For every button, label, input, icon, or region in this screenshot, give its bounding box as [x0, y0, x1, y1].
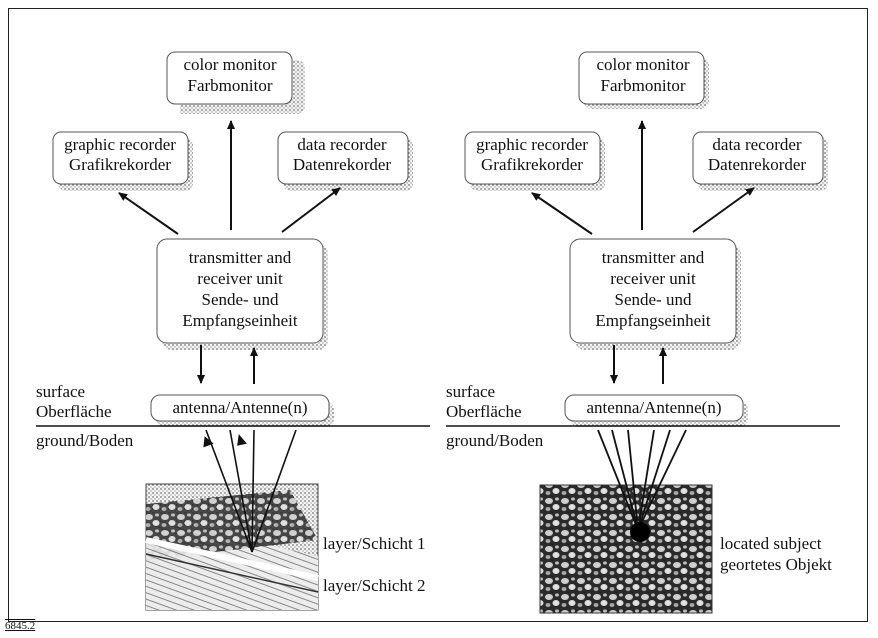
left-monitor-box: color monitor Farbmonitor — [166, 51, 305, 114]
right-monitor-line2: Farbmonitor — [601, 76, 686, 95]
left-ray-head-2 — [237, 434, 247, 446]
right-antenna-label: antenna/Antenne(n) — [587, 398, 722, 417]
right-located-line1: located subject — [720, 534, 822, 553]
right-soil-image — [539, 484, 713, 614]
left-data-line2: Datenrekorder — [293, 155, 392, 174]
right-surface-line2: Oberfläche — [446, 402, 522, 421]
right-unit-line2: receiver unit — [610, 269, 696, 288]
right-ground-label: ground/Boden — [446, 431, 544, 450]
left-layer2-label: layer/Schicht 2 — [323, 576, 425, 595]
left-arrow-graphic — [118, 192, 179, 235]
right-graphic-box: graphic recorder Grafikrekorder — [464, 131, 605, 191]
right-data-line2: Datenrekorder — [708, 155, 807, 174]
left-arrow-data — [281, 187, 341, 233]
left-unit-line3: Sende- und — [202, 290, 279, 309]
right-monitor-box: color monitor Farbmonitor — [578, 51, 709, 109]
left-unit-line4: Empfangseinheit — [182, 311, 297, 330]
left-panel: color monitor Farbmonitor graphic record… — [36, 51, 430, 611]
left-monitor-line2: Farbmonitor — [188, 76, 273, 95]
right-graphic-line1: graphic recorder — [476, 135, 588, 154]
right-monitor-line1: color monitor — [596, 55, 689, 74]
left-antenna-box: antenna/Antenne(n) — [150, 394, 334, 427]
left-data-line1: data recorder — [297, 135, 387, 154]
right-unit-line3: Sende- und — [615, 290, 692, 309]
left-graphic-line2: Grafikrekorder — [69, 155, 171, 174]
left-ground-label: ground/Boden — [36, 431, 134, 450]
figure-id: 6845.2 — [5, 620, 36, 632]
left-surface-line1: surface — [36, 382, 85, 401]
left-antenna-label: antenna/Antenne(n) — [173, 398, 308, 417]
right-antenna-box: antenna/Antenne(n) — [564, 394, 748, 427]
left-unit-line2: receiver unit — [197, 269, 283, 288]
left-graphic-line1: graphic recorder — [64, 135, 176, 154]
right-located-line2: geortetes Objekt — [720, 555, 832, 574]
left-monitor-line1: color monitor — [183, 55, 276, 74]
right-data-line1: data recorder — [712, 135, 802, 154]
right-surface-line1: surface — [446, 382, 495, 401]
right-rays — [597, 429, 687, 531]
right-panel: color monitor Farbmonitor graphic record… — [446, 51, 840, 614]
right-unit-line4: Empfangseinheit — [595, 311, 710, 330]
right-graphic-line2: Grafikrekorder — [481, 155, 583, 174]
left-ray-head-1 — [203, 436, 214, 448]
left-rays — [205, 429, 297, 553]
right-located-object — [630, 522, 650, 542]
left-data-box: data recorder Datenrekorder — [277, 131, 413, 191]
figure-frame — [8, 8, 868, 622]
right-arrow-graphic — [531, 192, 593, 235]
left-soil-image — [145, 483, 319, 611]
right-data-box: data recorder Datenrekorder — [692, 131, 828, 191]
right-arrow-data — [692, 187, 755, 233]
left-layer1-label: layer/Schicht 1 — [323, 534, 425, 553]
left-graphic-box: graphic recorder Grafikrekorder — [52, 131, 193, 191]
left-unit-box: transmitter and receiver unit Sende- und… — [156, 238, 328, 350]
right-unit-box: transmitter and receiver unit Sende- und… — [569, 238, 741, 350]
right-unit-line1: transmitter and — [602, 248, 705, 267]
left-unit-line1: transmitter and — [189, 248, 292, 267]
left-surface-line2: Oberfläche — [36, 402, 112, 421]
